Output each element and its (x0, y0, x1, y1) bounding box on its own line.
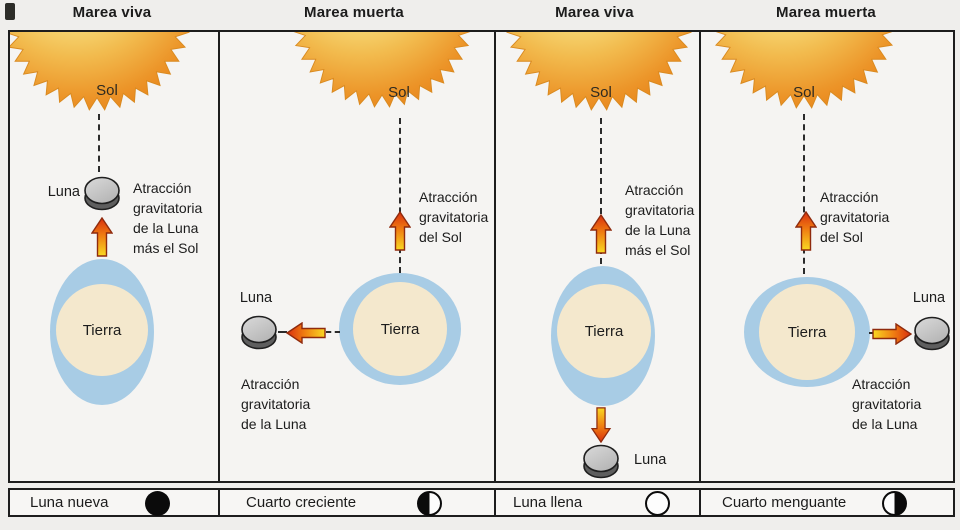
panel-spring-new-moon: Sol Luna Atracción gravitatoria de la Lu… (10, 32, 218, 481)
gravity-arrow-down (590, 403, 612, 443)
sun-moon-axis-line (98, 114, 100, 172)
legend-label: Cuarto menguante (722, 494, 847, 511)
moon-force-caption: Atracción gravitatoria de la Luna (852, 376, 922, 432)
panel-title-neap-2: Marea muerta (776, 4, 876, 21)
first-quarter-icon (417, 491, 442, 516)
moon-label: Luna (239, 290, 273, 306)
combined-force-caption: Atracción gravitatoria de la Luna más el… (625, 182, 695, 258)
moon-gravity-arrow-right (872, 323, 912, 345)
earth: Tierra (353, 282, 447, 376)
sun-earth-axis-line (399, 118, 401, 273)
moon-gravity-arrow-left (286, 322, 326, 344)
diagram-frame: Sol Luna Atracción gravitatoria de la Lu… (8, 30, 955, 483)
sun-label: Sol (388, 84, 410, 101)
sun-label: Sol (96, 82, 118, 99)
gravity-arrow-up (91, 217, 113, 257)
legend-label: Luna llena (513, 494, 583, 511)
panel-spring-full-moon: Sol Atracción gravitatoria de la Luna má… (494, 32, 699, 481)
earth-label: Tierra (380, 320, 420, 338)
earth-label: Tierra (787, 323, 827, 341)
legend-full-moon: Luna llena (494, 490, 699, 516)
sun-label: Sol (590, 84, 612, 101)
panel-title-neap-1: Marea muerta (304, 4, 404, 21)
scan-artifact (5, 3, 15, 20)
sun-label: Sol (793, 84, 815, 101)
earth: Tierra (557, 284, 651, 378)
legend-first-quarter: Cuarto creciente (218, 490, 494, 516)
moon-axis-dash (278, 331, 287, 333)
moon-icon (241, 315, 277, 350)
panel-title-spring-2: Marea viva (555, 4, 634, 21)
sun-gravity-arrow-up (389, 211, 411, 251)
legend-label: Cuarto creciente (246, 494, 357, 511)
sun-moon-axis-line (600, 118, 602, 264)
earth: Tierra (759, 284, 855, 380)
moon-icon (583, 444, 619, 479)
moon-label: Luna (912, 290, 946, 306)
moon-phase-legend: Luna nueva Cuarto creciente Luna llena C… (8, 488, 955, 517)
moon-force-caption: Atracción gravitatoria de la Luna (241, 376, 311, 432)
panel-neap-first-quarter: Sol Atracción gravitatoria del Sol Tierr… (218, 32, 494, 481)
combined-force-caption: Atracción gravitatoria de la Luna más el… (133, 180, 203, 256)
legend-new-moon: Luna nueva (10, 490, 218, 516)
earth: Tierra (56, 284, 148, 376)
sun-icon (10, 32, 190, 111)
moon-axis-dash (326, 331, 340, 333)
legend-last-quarter: Cuarto menguante (699, 490, 957, 516)
moon-label: Luna (634, 452, 667, 468)
panel-title-spring-1: Marea viva (72, 4, 152, 21)
moon-icon (914, 316, 950, 351)
sun-icon (506, 32, 692, 111)
new-moon-icon (145, 491, 170, 516)
sun-force-caption: Atracción gravitatoria del Sol (419, 189, 489, 245)
earth-label: Tierra (584, 322, 624, 340)
sun-icon (714, 32, 894, 109)
legend-label: Luna nueva (30, 494, 109, 511)
sun-gravity-arrow-up (795, 211, 817, 251)
last-quarter-icon (882, 491, 907, 516)
gravity-arrow-up (590, 214, 612, 254)
sun-force-caption: Atracción gravitatoria del Sol (820, 189, 890, 245)
full-moon-icon (645, 491, 670, 516)
sun-earth-axis-line (803, 114, 805, 274)
earth-label: Tierra (82, 321, 122, 339)
moon-label: Luna (47, 184, 80, 200)
sun-icon (293, 32, 471, 108)
moon-icon (84, 176, 120, 211)
panel-neap-last-quarter: Sol Atracción gravitatoria del Sol Tierr… (699, 32, 957, 481)
